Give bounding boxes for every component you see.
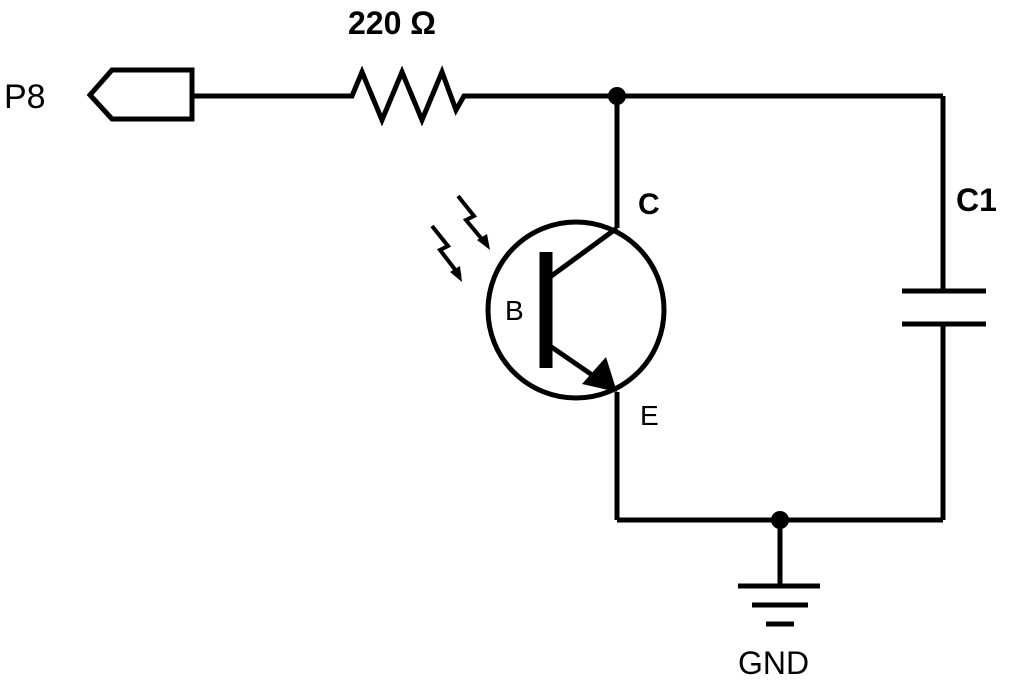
port-label: P8 (4, 78, 46, 116)
emitter-lead (548, 343, 600, 382)
emitter-arrow-icon (582, 357, 617, 392)
collector-lead (548, 225, 619, 280)
capacitor-label: C1 (956, 182, 997, 218)
resistor-value-label: 220 Ω (348, 5, 436, 41)
port-connector-symbol (86, 67, 195, 122)
ground-icon (738, 583, 820, 627)
emitter-label: E (640, 400, 659, 431)
light-arrows-icon (430, 194, 490, 282)
collector-label: C (638, 188, 660, 221)
base-label: B (505, 295, 524, 326)
phototransistor-body (485, 219, 667, 401)
ground-label: GND (738, 645, 809, 681)
resistor-symbol (342, 65, 470, 127)
